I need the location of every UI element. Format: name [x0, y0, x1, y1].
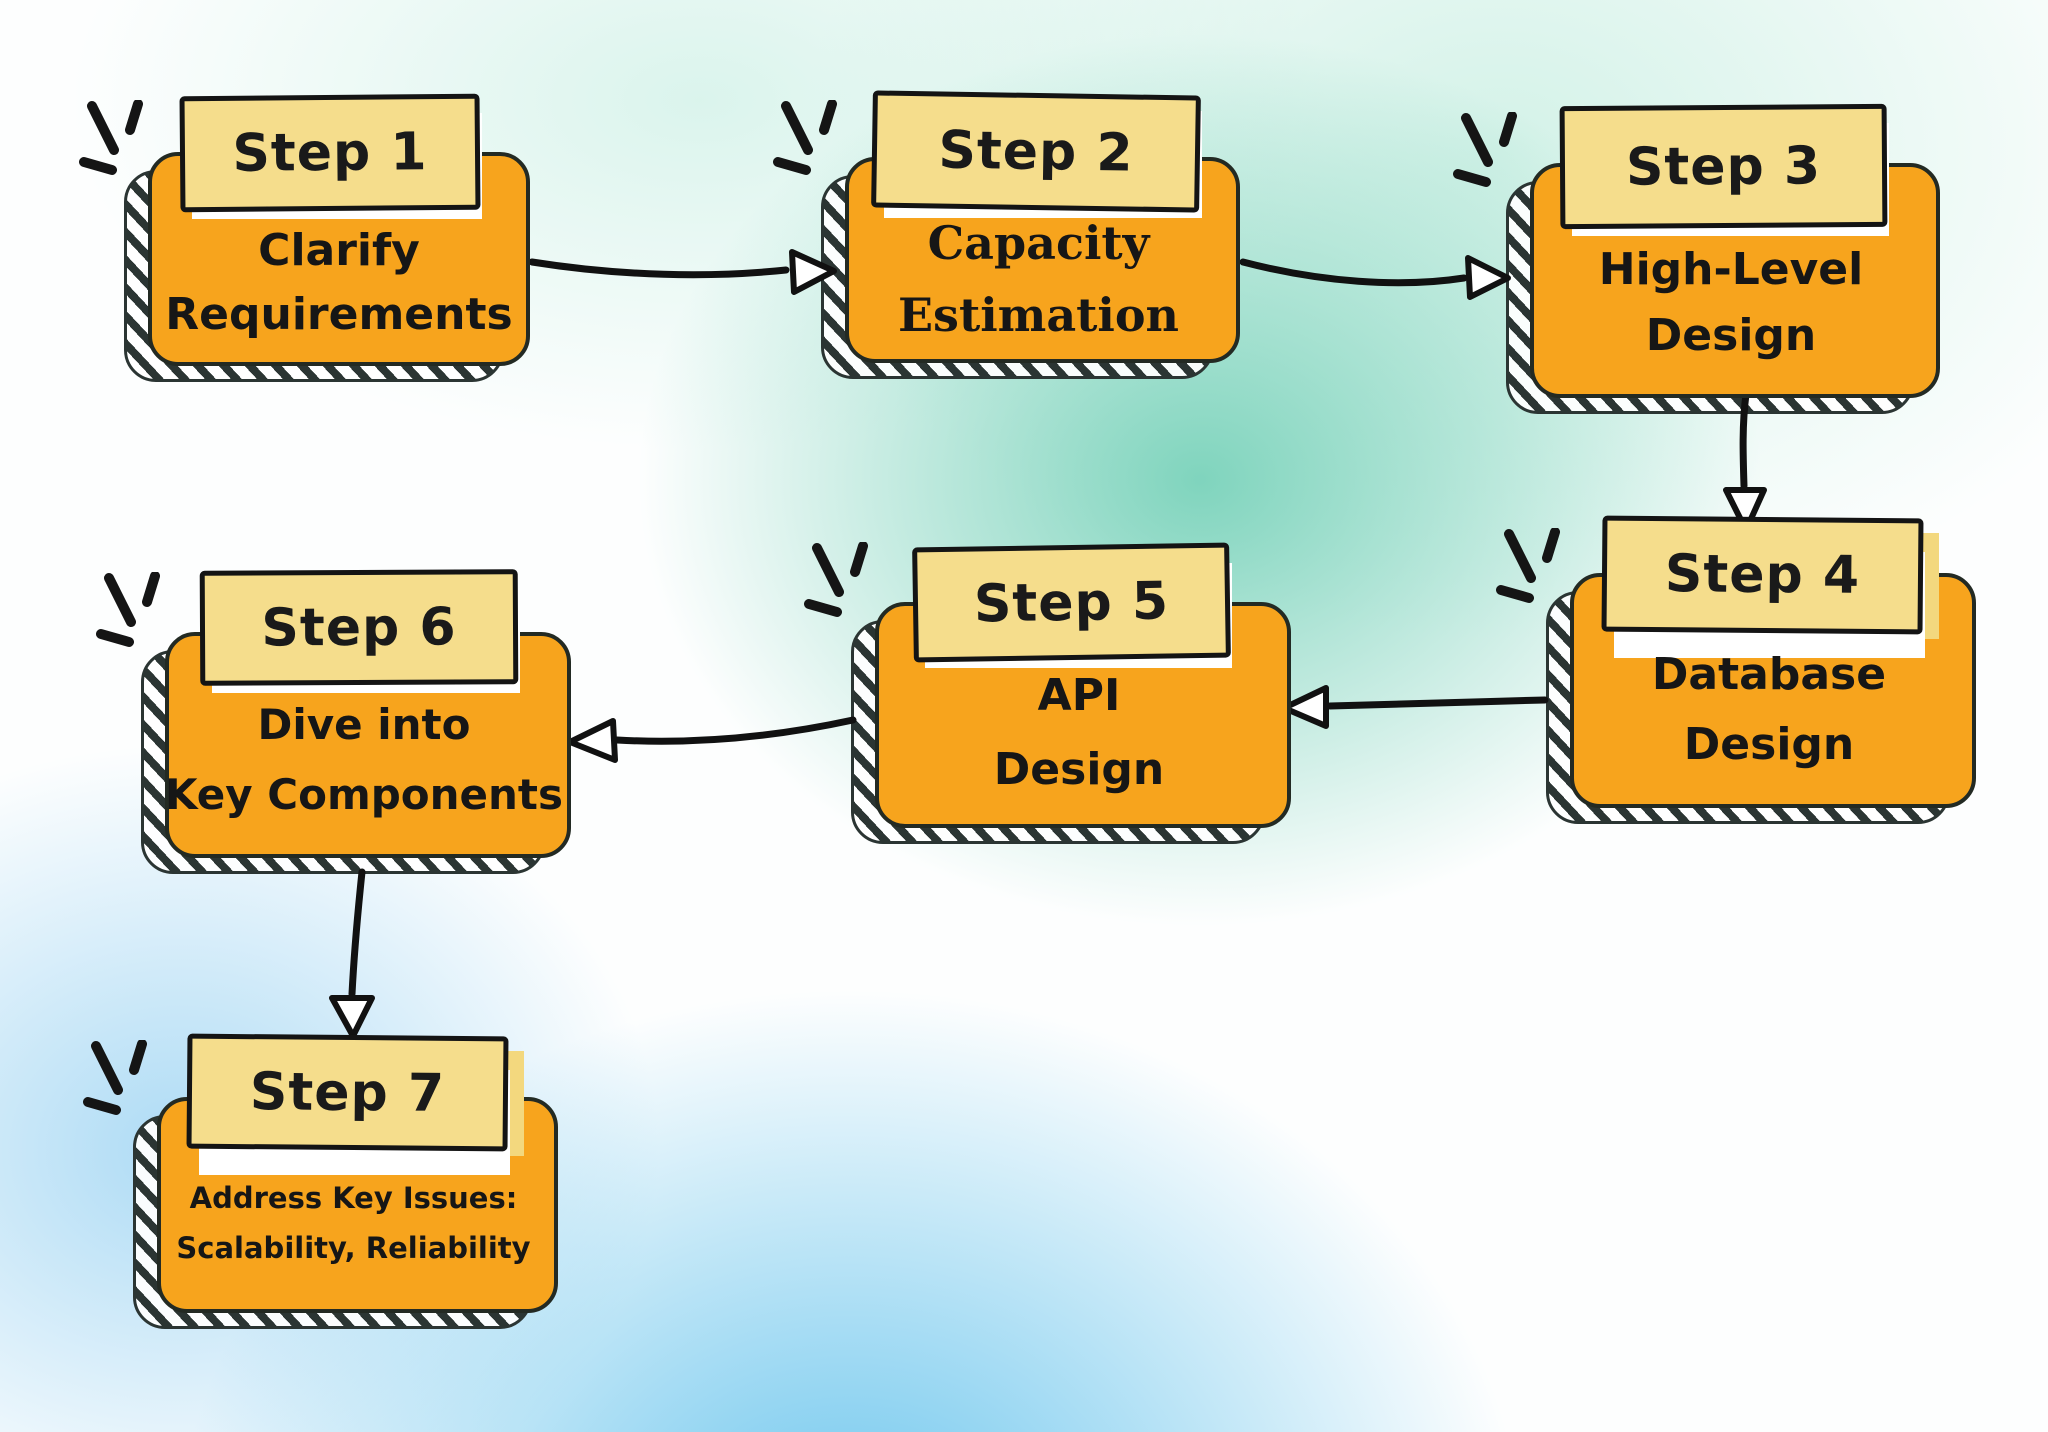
step-6-label-text: Step 6: [261, 596, 457, 659]
step-1-line-2: Requirements: [165, 289, 513, 340]
step-6-line-1: Dive into: [257, 700, 471, 749]
step-2-label-text: Step 2: [937, 119, 1135, 184]
step-1-text: Clarify Requirements: [148, 219, 530, 347]
sparkle-icon: [773, 100, 837, 175]
step-7-label: Step 7: [186, 1033, 509, 1152]
arrow-step4-to-step5: [1281, 685, 1549, 729]
arrow-step6-to-step7: [329, 868, 375, 1039]
arrowhead-right-icon: [789, 249, 837, 295]
step-6-line-2: Key Components: [164, 770, 563, 819]
step-3-text: High-Level Design: [1530, 237, 1932, 369]
step-7-line-2: Scalability, Reliability: [176, 1231, 531, 1265]
sparkle-icon: [79, 100, 143, 175]
step-2-label: Step 2: [871, 90, 1201, 213]
step-4-line-1: Database: [1651, 649, 1887, 700]
step-2-text: Capacity Estimation: [845, 207, 1232, 351]
step-7-text: Address Key Issues: Scalability, Reliabi…: [147, 1173, 560, 1273]
step-5-label: Step 5: [912, 542, 1231, 663]
step-4-label-text: Step 4: [1664, 544, 1861, 606]
step-5-label-text: Step 5: [973, 570, 1170, 635]
step-7-label-text: Step 7: [249, 1061, 446, 1124]
step-5-text: API Design: [875, 659, 1283, 807]
step-1-label: Step 1: [179, 93, 481, 213]
step-2-line-2: Estimation: [897, 288, 1179, 342]
step-4-text: Database Design: [1570, 640, 1968, 780]
arrowhead-down-icon: [329, 995, 375, 1039]
arrowhead-right-icon: [1465, 255, 1511, 300]
step-3-label-text: Step 3: [1625, 135, 1822, 198]
step-3-line-2: Design: [1645, 310, 1817, 361]
arrow-step2-to-step3: [1239, 255, 1511, 300]
step-1-label-text: Step 1: [232, 122, 428, 184]
step-2-line-1: Capacity: [927, 216, 1150, 270]
sparkle-icon: [1453, 112, 1517, 187]
step-1-line-1: Clarify: [258, 225, 420, 276]
arrowhead-left-icon: [567, 718, 618, 763]
sparkle-icon: [804, 542, 868, 617]
step-3-label: Step 3: [1559, 103, 1888, 230]
arrow-step1-to-step2: [528, 249, 837, 295]
sparkle-icon: [96, 572, 160, 647]
arrowhead-down-icon: [1723, 487, 1767, 533]
sparkle-icon: [1496, 528, 1560, 603]
arrowhead-left-icon: [1281, 685, 1329, 729]
step-3-line-1: High-Level: [1598, 244, 1864, 295]
step-6-text: Dive into Key Components: [157, 690, 571, 830]
step-5-line-2: Design: [993, 744, 1165, 795]
step-4-label: Step 4: [1601, 515, 1924, 635]
arrow-step3-to-step4: [1723, 390, 1767, 533]
step-5-line-1: API: [1037, 670, 1121, 721]
arrow-step5-to-step6: [567, 716, 857, 763]
step-4-line-2: Design: [1683, 719, 1855, 770]
step-6-label: Step 6: [199, 569, 519, 686]
step-7-line-1: Address Key Issues:: [189, 1181, 518, 1215]
sparkle-icon: [83, 1040, 147, 1115]
